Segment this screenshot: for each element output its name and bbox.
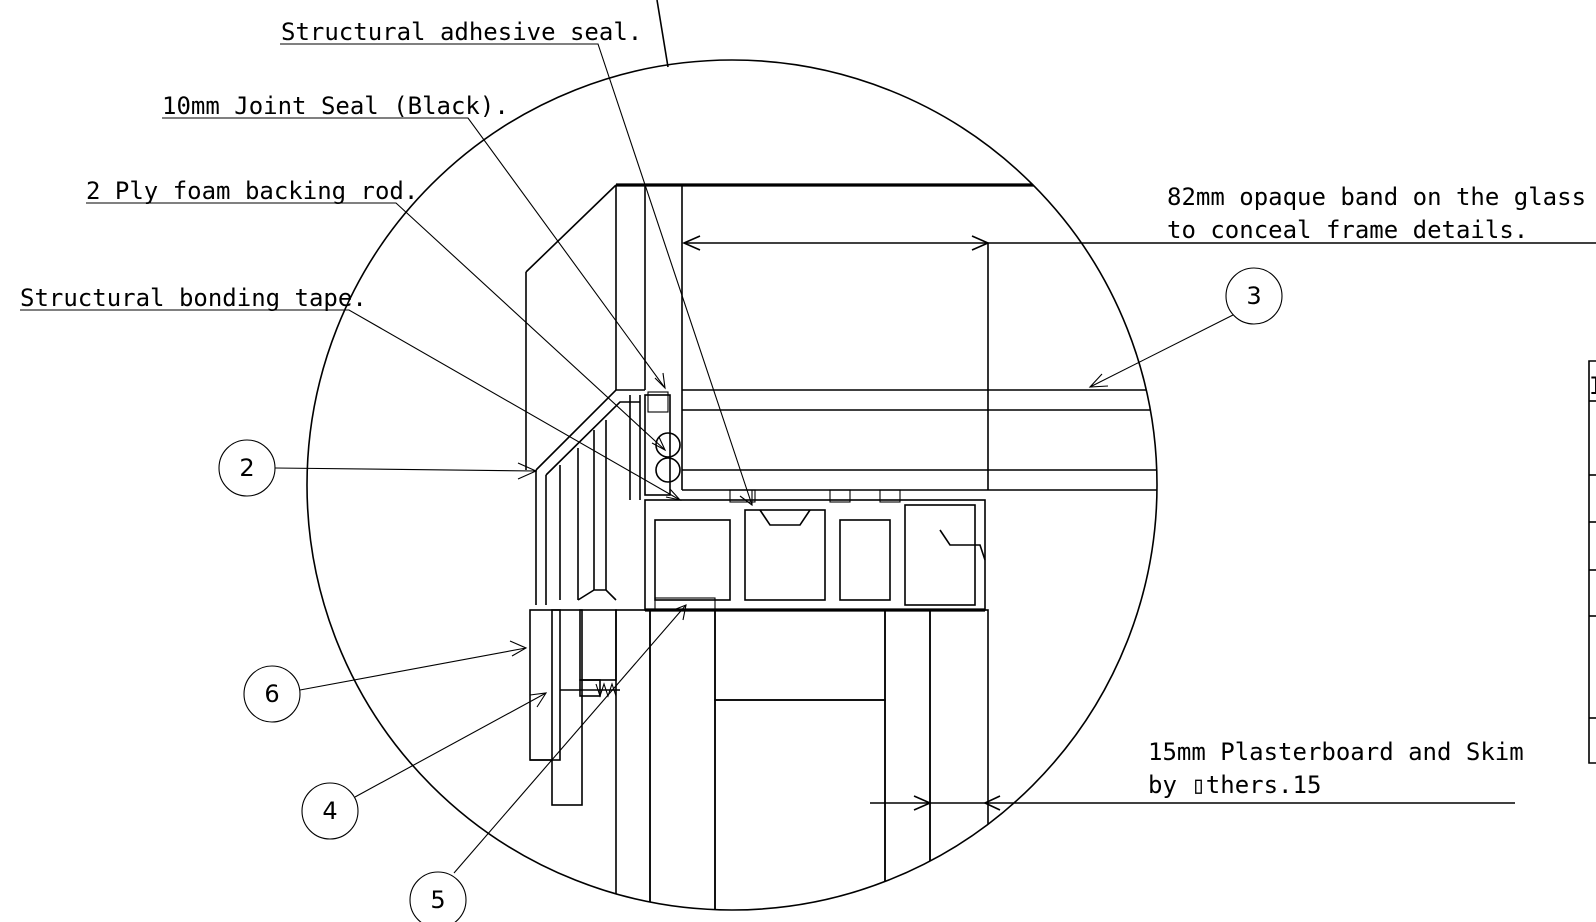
dimension-15mm	[870, 795, 1515, 811]
label-structural-adhesive-seal: Structural adhesive seal.	[281, 18, 642, 46]
table-fragment: I	[1588, 360, 1596, 764]
annotations: Structural adhesive seal. 10mm Joint Sea…	[20, 18, 1586, 799]
dimension-82mm	[682, 235, 1596, 251]
svg-text:6: 6	[264, 680, 279, 708]
svg-text:5: 5	[430, 886, 445, 914]
outer-trim	[529, 609, 620, 806]
label-joint-seal: 10mm Joint Seal (Black).	[162, 92, 509, 120]
label-bonding-tape: Structural bonding tape.	[20, 284, 367, 312]
construction-section	[525, 183, 1157, 910]
callout-5: 5	[409, 871, 467, 922]
label-foam-backing-rod: 2 Ply foam backing rod.	[86, 177, 418, 205]
callout-bubbles: 2 3 6 4 5	[218, 267, 1283, 922]
outer-cover	[525, 184, 645, 605]
callout-2: 2	[218, 439, 276, 497]
callout-4: 4	[301, 782, 359, 840]
wall-structure	[615, 609, 989, 910]
leader-lines	[20, 43, 1234, 874]
label-opaque-band-1: 82mm opaque band on the glass	[1167, 183, 1586, 211]
label-opaque-band-2: to conceal frame details.	[1167, 216, 1528, 244]
label-plasterboard-1: 15mm Plasterboard and Skim	[1148, 738, 1524, 766]
callout-6: 6	[243, 665, 301, 723]
frame-profile	[629, 394, 986, 612]
svg-text:4: 4	[322, 797, 337, 825]
table-header: I	[1589, 372, 1596, 400]
glass-unit	[615, 183, 1157, 491]
callout-3: 3	[1225, 267, 1283, 325]
label-plasterboard-2: by ▯thers.15	[1148, 771, 1321, 799]
svg-text:2: 2	[239, 454, 254, 482]
svg-text:3: 3	[1246, 282, 1261, 310]
gaskets	[647, 391, 901, 611]
detail-circle	[306, 0, 1158, 911]
